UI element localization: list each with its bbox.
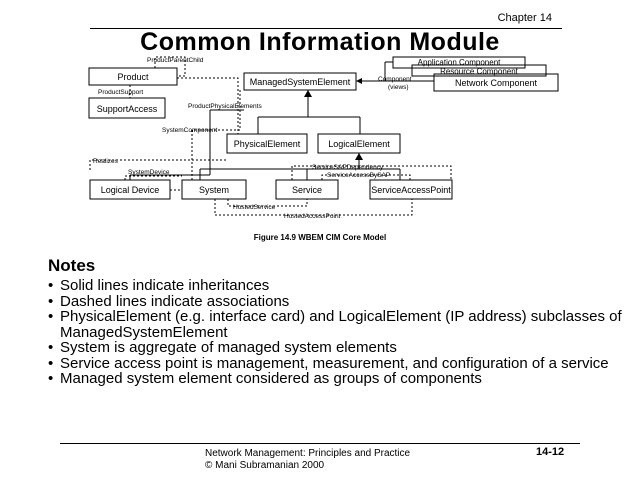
note-item: Solid lines indicate inheritances: [48, 278, 638, 294]
network-component-label: Network Component: [455, 78, 538, 88]
support-access-label: SupportAccess: [97, 104, 158, 114]
component-label: Component: [378, 76, 412, 83]
inheritance-lines: [129, 61, 434, 180]
page-number: 14-12: [536, 446, 565, 458]
service-access-point-label: ServiceAccessPoint: [371, 185, 451, 195]
service-access-point-box: [369, 179, 453, 200]
logical-device-label: Logical Device: [101, 185, 160, 195]
system-device-label: SystemDevice: [128, 169, 170, 176]
notes-list: Solid lines indicate inheritances Dashed…: [48, 278, 638, 387]
footer-divider: [60, 443, 580, 444]
views-label: (views): [388, 84, 409, 91]
notes-heading: Notes: [48, 256, 96, 275]
hosted-access-point-label: HostedAccessPoint: [284, 213, 341, 220]
slide-title: Common Information Module: [140, 28, 500, 56]
figure-caption: Figure 14.9 WBEM CIM Core Model: [253, 233, 387, 242]
managed-system-element-label: ManagedSystemElement: [250, 77, 351, 87]
header-divider: [90, 28, 562, 29]
support-access-box: [88, 97, 166, 119]
note-item: Service access point is management, meas…: [48, 355, 638, 372]
note-item: Managed system element considered as gro…: [48, 371, 638, 387]
service-access-by-sap-label: ServiceAccessBySAP: [327, 172, 390, 179]
product-box: [88, 67, 178, 86]
chapter-label: Chapter 14: [497, 12, 552, 24]
service-sap-dependency-label: ServiceSAPDependency: [312, 164, 384, 171]
system-box: [181, 179, 247, 200]
logical-element-label: LogicalElement: [328, 139, 390, 149]
inheritance-arrowheads: [304, 78, 363, 160]
note-item: System is aggregate of managed system el…: [48, 340, 638, 356]
physical-element-box: [226, 133, 308, 154]
service-label: Service: [292, 185, 322, 195]
product-physical-elements-label: ProductPhysicalElements: [188, 103, 262, 110]
footer-book-title: Network Management: Principles and Pract…: [205, 448, 411, 459]
note-item: PhysicalElement (e.g. interface card) an…: [48, 309, 638, 340]
realizes-label: Realizes: [93, 158, 119, 165]
physical-element-label: PhysicalElement: [234, 139, 301, 149]
cim-core-model-diagram: Product SupportAccess ManagedSystemEleme…: [88, 56, 559, 220]
resource-component-label: Resource Component: [440, 67, 519, 76]
note-item: Dashed lines indicate associations: [48, 293, 638, 310]
hosted-service-label: HostedService: [233, 204, 276, 211]
footer-copyright: © Mani Subramanian 2000: [205, 460, 325, 471]
managed-system-element-box: [243, 72, 357, 91]
association-lines: [89, 56, 452, 216]
resource-component-box: [411, 64, 547, 77]
product-parent-child-label: ProductParentChild: [147, 57, 204, 64]
system-component-label: SystemComponent: [162, 127, 217, 134]
network-component-box: [433, 73, 559, 92]
application-component-label: Application Component: [418, 58, 501, 67]
product-label: Product: [117, 72, 149, 82]
system-label: System: [199, 185, 229, 195]
product-support-label: ProductSupport: [98, 89, 143, 96]
